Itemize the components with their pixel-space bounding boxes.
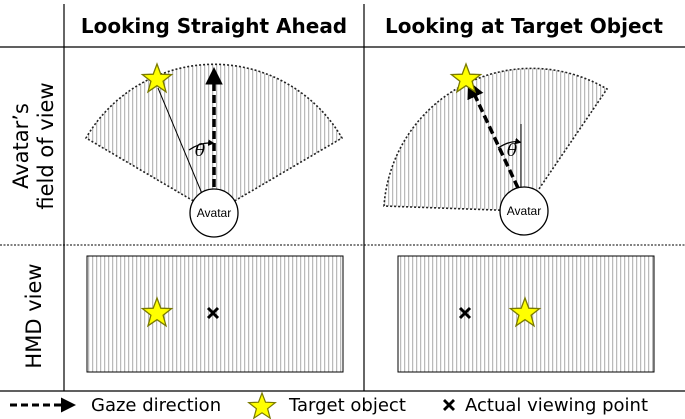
angle-theta-label: θ	[195, 141, 205, 161]
column-header-straight: Looking Straight Ahead	[81, 14, 347, 38]
legend-gaze-label: Gaze direction	[91, 395, 221, 416]
legend-viewpoint-label: Actual viewing point	[465, 395, 648, 416]
row-label-hmd: HMD view	[22, 263, 46, 368]
target-star-icon	[140, 296, 174, 328]
viewing-point-marker	[458, 306, 472, 320]
angle-arc	[188, 139, 215, 151]
hmd-panel-target	[397, 255, 655, 373]
target-star-icon	[508, 296, 542, 328]
avatar-circle	[499, 186, 549, 236]
target-star-icon	[140, 62, 174, 94]
target-direction-line	[157, 87, 204, 197]
target-star-icon	[449, 62, 483, 94]
table-grid	[0, 4, 685, 392]
fov-panel-target: θ Avatar	[383, 62, 609, 236]
avatar-label: Avatar	[197, 206, 231, 220]
legend-target-label: Target object	[288, 395, 406, 416]
viewing-point-marker	[206, 306, 220, 320]
row-label-fov-line2: field of view	[34, 82, 58, 209]
gaze-direction-arrow	[467, 80, 520, 189]
legend-star-icon	[247, 391, 277, 419]
avatar-circle	[189, 188, 239, 238]
angle-arc	[497, 137, 522, 149]
legend-viewpoint-icon	[443, 399, 455, 411]
column-header-target: Looking at Target Object	[385, 14, 663, 38]
hmd-panel-straight	[86, 255, 344, 373]
avatar-label: Avatar	[507, 204, 541, 218]
fov-panel-straight: θ Avatar	[84, 62, 344, 238]
angle-theta-label: θ	[507, 141, 517, 161]
legend: Gaze direction Target object Actual view…	[10, 391, 648, 419]
row-label-fov-line1: Avatar’s	[9, 103, 33, 189]
